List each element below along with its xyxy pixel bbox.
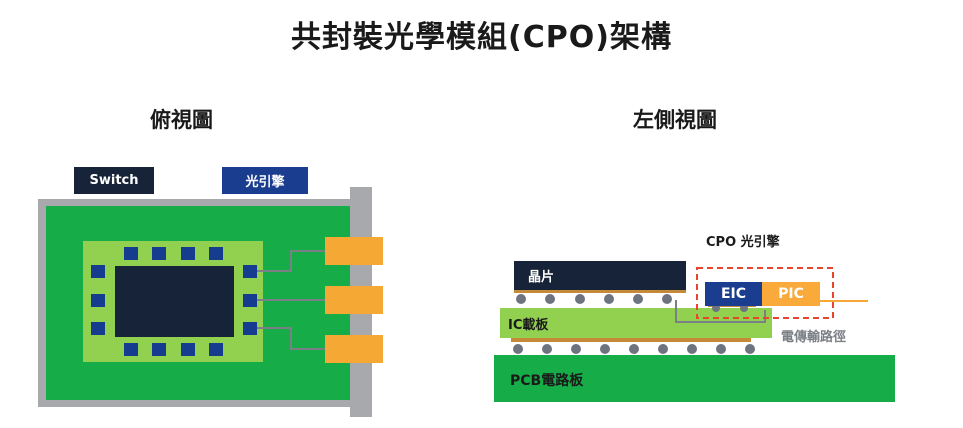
- top-view-dies: [91, 247, 257, 356]
- side-view-chip: [514, 261, 686, 290]
- top-view-wires: [257, 250, 325, 350]
- side-view-lower-balls: [511, 338, 755, 354]
- switch-label: Switch: [74, 167, 154, 194]
- top-view-chip: [115, 266, 234, 337]
- electrical-path-line: [675, 300, 766, 323]
- pcb-label: PCB電路板: [510, 373, 584, 389]
- cpo-engine-label: CPO 光引擎: [706, 235, 780, 250]
- pic-block: [762, 282, 820, 306]
- page-title: 共封裝光學模組(CPO)架構: [291, 20, 672, 55]
- chip-label: 晶片: [528, 270, 555, 285]
- cpo-highlight-box: [696, 267, 834, 319]
- top-view-connectors: [325, 237, 383, 363]
- side-view-heading: 左側視圖: [633, 108, 717, 132]
- ic-substrate-label: IC載板: [508, 318, 549, 333]
- eic-block: [705, 282, 762, 306]
- side-view-pcb: [494, 355, 895, 402]
- eic-label: EIC: [720, 286, 747, 302]
- top-view-heading: 俯視圖: [150, 108, 213, 132]
- pic-label: PIC: [778, 286, 804, 302]
- engine-label: 光引擎: [222, 167, 308, 194]
- electrical-path-label: 電傳輸路徑: [781, 330, 847, 345]
